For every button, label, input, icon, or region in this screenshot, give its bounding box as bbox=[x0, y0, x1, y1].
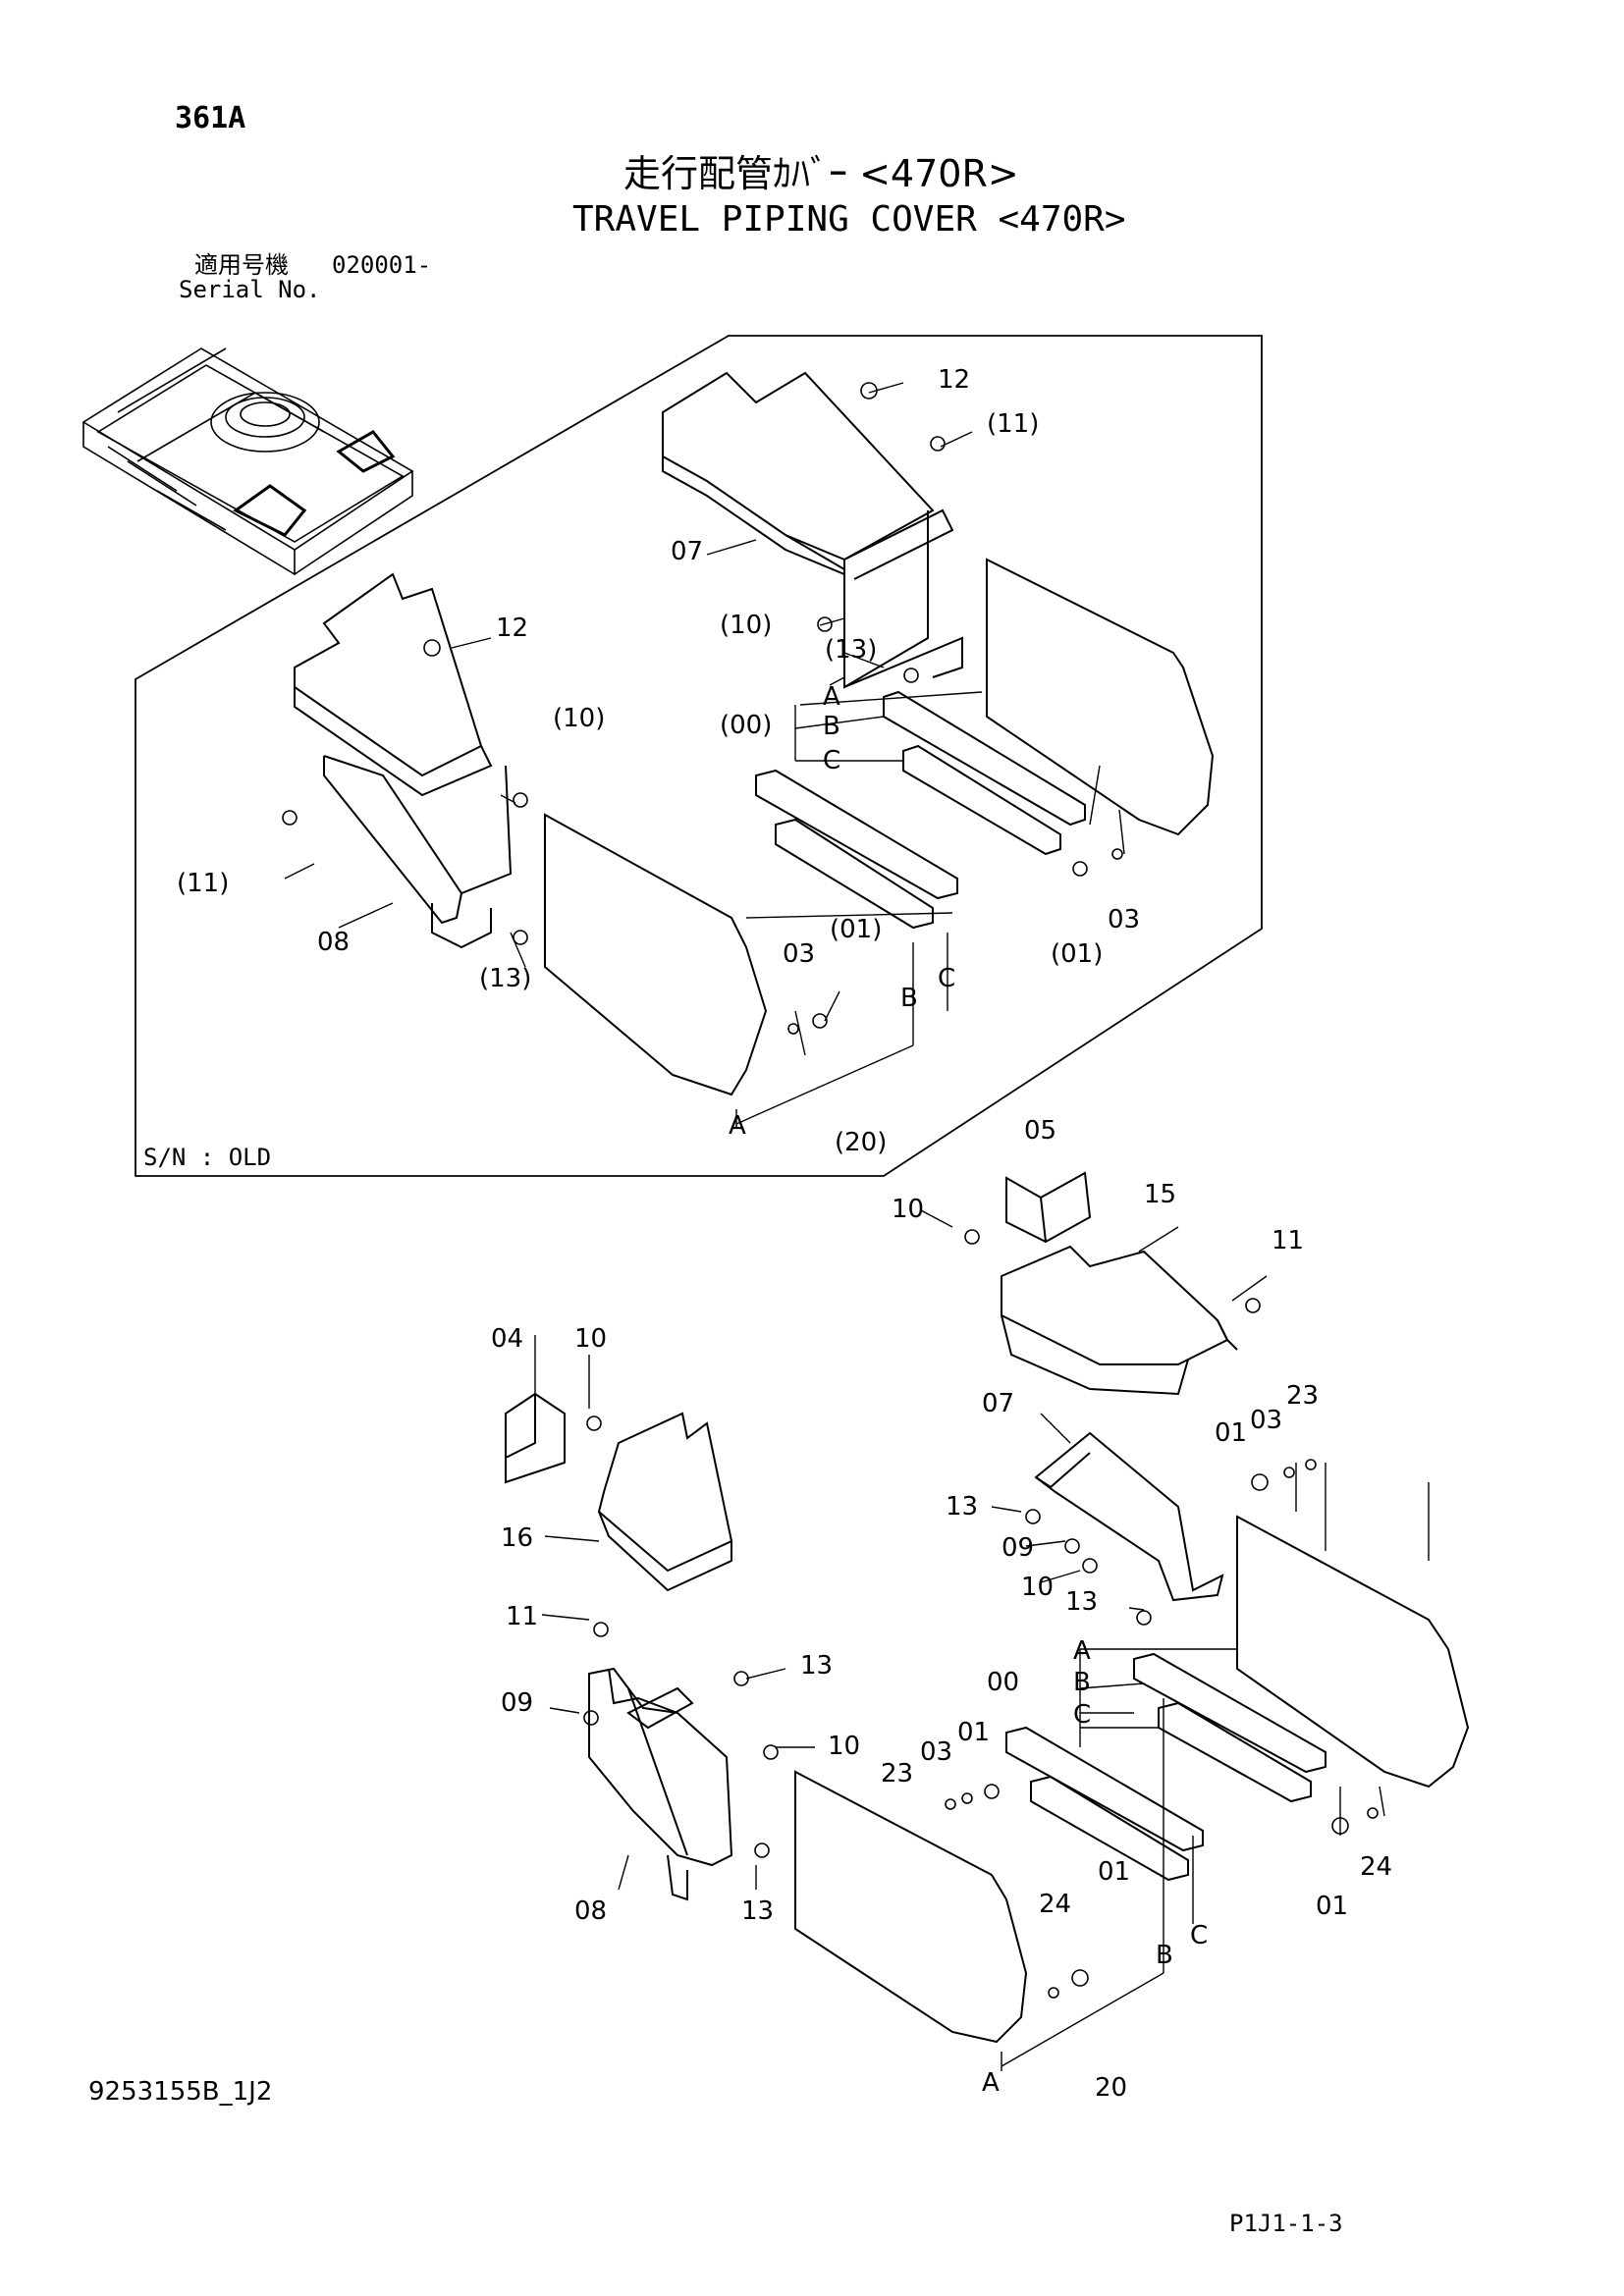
old-callout-12b: 12 bbox=[496, 614, 528, 643]
new-callout-24b: 24 bbox=[1360, 1852, 1392, 1882]
new-bracket-09 bbox=[626, 1686, 694, 1730]
old-callout-03b: 03 bbox=[783, 939, 815, 969]
new-callout-04: 04 bbox=[491, 1324, 523, 1354]
new-cover-15 bbox=[1001, 1245, 1238, 1396]
new-callout-08: 08 bbox=[574, 1896, 607, 1926]
new-callout-13a: 13 bbox=[946, 1492, 978, 1522]
new-callout-10c: 10 bbox=[1021, 1573, 1054, 1602]
new-callout-03b: 03 bbox=[920, 1737, 952, 1767]
new-callout-16: 16 bbox=[501, 1523, 533, 1553]
old-callout-13b: (13) bbox=[479, 964, 531, 993]
new-callout-10a: 10 bbox=[892, 1195, 924, 1224]
new-bracket-05 bbox=[1005, 1171, 1092, 1244]
old-cover-08 bbox=[294, 572, 513, 949]
title-japanese: 走行配管ｶﾊﾞｰ <470R> bbox=[623, 152, 1019, 195]
old-callout-00: (00) bbox=[720, 711, 772, 740]
new-callout-09b: 09 bbox=[501, 1688, 533, 1718]
new-cover-08 bbox=[588, 1667, 733, 1901]
serial-label-english: Serial No. bbox=[179, 276, 321, 303]
page-number: 361A bbox=[175, 101, 246, 135]
old-callout-B1: B bbox=[823, 712, 840, 741]
old-callout-C1: C bbox=[823, 746, 840, 775]
old-callout-A1: A bbox=[823, 682, 840, 712]
new-callout-24a: 24 bbox=[1039, 1890, 1071, 1919]
new-callout-01d: 01 bbox=[1316, 1892, 1348, 1921]
old-callouts: 12 (11) 07 (10) (13) A (00) B C 03 (01) … bbox=[177, 365, 1140, 1157]
old-callout-12a: 12 bbox=[938, 365, 970, 395]
old-callout-10a: (10) bbox=[720, 611, 772, 640]
new-callout-03a: 03 bbox=[1250, 1406, 1282, 1435]
new-callout-13d: 13 bbox=[741, 1896, 774, 1926]
old-callout-A2: A bbox=[729, 1111, 746, 1141]
new-callout-09a: 09 bbox=[1001, 1533, 1034, 1563]
new-callout-B2: B bbox=[1156, 1941, 1173, 1970]
new-callout-11b: 11 bbox=[506, 1602, 538, 1631]
new-callout-07: 07 bbox=[982, 1389, 1014, 1418]
new-cover-16 bbox=[597, 1412, 733, 1592]
new-panel-right bbox=[1236, 1515, 1470, 1789]
new-callout-20: 20 bbox=[1095, 2073, 1127, 2103]
new-bracket-04 bbox=[505, 1392, 566, 1484]
new-callouts: 05 10 15 11 04 10 16 11 07 13 09 10 13 0… bbox=[491, 1116, 1392, 2103]
old-panel-left bbox=[544, 813, 768, 1096]
old-callout-01a: (01) bbox=[1051, 939, 1103, 969]
new-rubber-strips bbox=[1005, 1652, 1326, 1882]
new-callout-10d: 10 bbox=[828, 1732, 860, 1761]
new-callout-B1: B bbox=[1073, 1668, 1091, 1697]
new-callout-01a: 01 bbox=[1215, 1418, 1247, 1448]
document-code: 9253155B_1J2 bbox=[88, 2077, 273, 2107]
old-panel-right bbox=[986, 558, 1215, 836]
new-callout-01b: 01 bbox=[957, 1718, 990, 1747]
old-callout-C2: C bbox=[938, 964, 955, 993]
new-callout-A2: A bbox=[982, 2068, 1000, 2098]
serial-label-japanese: 適用号機 bbox=[194, 251, 289, 279]
old-callout-20: (20) bbox=[835, 1128, 887, 1157]
new-panel-left bbox=[794, 1770, 1028, 2044]
old-callout-01b: (01) bbox=[830, 915, 882, 944]
new-callout-13b: 13 bbox=[1065, 1587, 1098, 1617]
new-callout-05: 05 bbox=[1024, 1116, 1056, 1146]
old-callout-11a: (11) bbox=[987, 409, 1039, 439]
new-callout-23a: 23 bbox=[1286, 1381, 1319, 1411]
new-callout-11a: 11 bbox=[1272, 1226, 1304, 1255]
new-callout-C1: C bbox=[1073, 1700, 1091, 1730]
new-callout-01c: 01 bbox=[1098, 1857, 1130, 1887]
old-callout-07: 07 bbox=[671, 537, 703, 566]
old-callout-13a: (13) bbox=[825, 635, 877, 665]
new-bracket-07 bbox=[1034, 1431, 1224, 1602]
new-callout-23b: 23 bbox=[881, 1759, 913, 1789]
old-leader-lines bbox=[284, 382, 1125, 1129]
old-callout-03a: 03 bbox=[1108, 905, 1140, 934]
new-callout-13c: 13 bbox=[800, 1651, 833, 1681]
new-bolts bbox=[583, 1229, 1379, 1999]
new-callout-10b: 10 bbox=[574, 1324, 607, 1354]
serial-old-label: S/N : OLD bbox=[143, 1144, 272, 1171]
old-callout-11b: (11) bbox=[177, 869, 229, 898]
new-leader-lines bbox=[534, 1209, 1430, 2071]
new-callout-A1: A bbox=[1073, 1636, 1091, 1666]
old-callout-10b: (10) bbox=[553, 704, 605, 733]
old-callout-B2: B bbox=[900, 984, 918, 1013]
old-callout-08: 08 bbox=[317, 928, 350, 957]
old-serial-frame bbox=[135, 335, 1263, 1177]
page-code: P1J1-1-3 bbox=[1229, 2210, 1343, 2237]
old-cover-07 bbox=[662, 371, 963, 689]
new-callout-00: 00 bbox=[987, 1668, 1019, 1697]
new-callout-C2: C bbox=[1190, 1921, 1208, 1950]
new-callout-15: 15 bbox=[1144, 1180, 1176, 1209]
serial-value: 020001- bbox=[332, 251, 432, 279]
undercarriage-key-map bbox=[81, 347, 414, 576]
old-bolts bbox=[282, 382, 1123, 1035]
title-english: TRAVEL PIPING COVER <470R> bbox=[572, 199, 1126, 240]
